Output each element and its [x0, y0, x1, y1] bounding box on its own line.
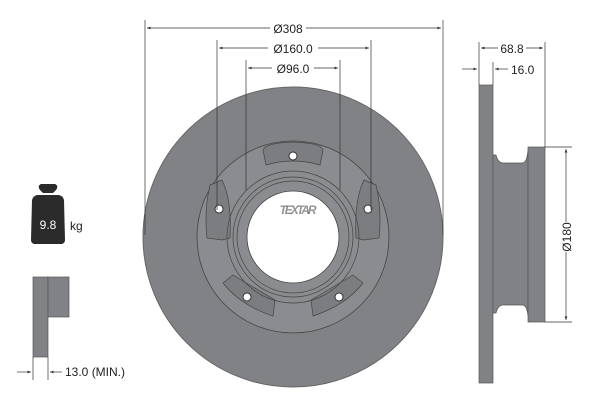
dim-center-bore: Ø96.0: [277, 62, 310, 76]
center-bore: [246, 190, 340, 284]
dim-thickness: 16.0: [511, 63, 535, 77]
dim-outer-diameter: Ø308: [273, 22, 303, 36]
weight-icon: 9.8: [31, 184, 65, 244]
dim-bolt-circle: Ø160.0: [273, 42, 313, 56]
disc-side-view: [478, 84, 546, 384]
min-thickness-section: [32, 276, 70, 358]
dim-min-thickness: 13.0 (MIN.): [65, 365, 125, 379]
dim-total-height: 68.8: [500, 42, 524, 56]
textar-logo: TEXTAR: [279, 203, 316, 217]
weight-value: 9.8: [40, 218, 57, 232]
bolt-holes: [214, 151, 373, 302]
dim-hub-diameter: Ø180: [560, 222, 574, 252]
weight-unit: kg: [70, 219, 83, 233]
disc-front-view: TEXTAR: [142, 86, 444, 388]
